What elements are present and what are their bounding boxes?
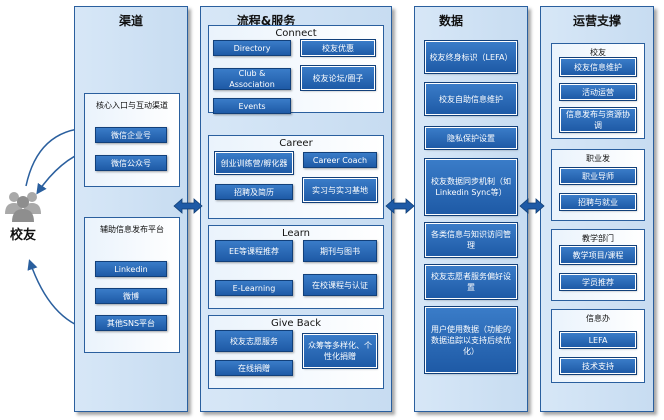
process-title: 流程&服务 xyxy=(236,14,296,28)
alumni-node: 校友 xyxy=(2,188,44,248)
ee-course-button[interactable]: EE等课程推荐 xyxy=(215,240,293,262)
learn-panel: Learn EE等课程推荐 期刊与图书 E-Learning 在校课程与认证 xyxy=(208,225,384,309)
ops-career-panel: 职业发 职业导师 招聘与就业 xyxy=(551,149,645,221)
wechat-enterprise-button[interactable]: 微信企业号 xyxy=(95,127,167,143)
event-ops-button[interactable]: 活动运营 xyxy=(559,83,637,101)
club-association-button[interactable]: Club & Association xyxy=(213,68,291,90)
journals-books-button[interactable]: 期刊与图书 xyxy=(303,240,377,262)
self-maintain-button[interactable]: 校友自助信息维护 xyxy=(424,82,518,116)
data-sync-button[interactable]: 校友数据同步机制（如Linkedin Sync等） xyxy=(424,158,518,216)
other-sns-button[interactable]: 其他SNS平台 xyxy=(95,315,167,331)
data-column: 数据 校友终身标识（LEFA） 校友自助信息维护 隐私保护设置 校友数据同步机制… xyxy=(414,6,528,412)
weibo-button[interactable]: 微博 xyxy=(95,288,167,304)
give-back-title: Give Back xyxy=(270,318,322,329)
channels-title: 渠道 xyxy=(118,14,143,28)
learn-title: Learn xyxy=(282,228,310,239)
core-channel-label: 核心入口与互动渠道 xyxy=(96,101,168,110)
info-publish-button[interactable]: 信息发布与资源协调 xyxy=(559,107,637,133)
ops-alumni-label: 校友 xyxy=(590,48,606,57)
ops-column: 运营支撑 校友 校友信息维护 活动运营 信息发布与资源协调 职业发 职业导师 招… xyxy=(540,6,654,412)
recruit-resume-button[interactable]: 招聘及简历 xyxy=(215,184,293,200)
alumni-label: 校友 xyxy=(9,228,36,243)
volunteer-service-button[interactable]: 校友志愿服务 xyxy=(215,330,293,352)
directory-button[interactable]: Directory xyxy=(213,40,291,56)
startup-camp-button[interactable]: 创业训练营/孵化器 xyxy=(214,151,294,175)
volunteer-pref-button[interactable]: 校友志愿者服务偏好设置 xyxy=(424,264,518,300)
alumni-info-button[interactable]: 校友信息维护 xyxy=(559,57,637,77)
recruit-employ-button[interactable]: 招聘与就业 xyxy=(559,193,637,211)
linkedin-button[interactable]: Linkedin xyxy=(95,261,167,277)
give-back-panel: Give Back 校友志愿服务 众筹等多样化、个性化捐赠 在线捐赠 xyxy=(208,315,384,389)
lefa-id-button[interactable]: 校友终身标识（LEFA） xyxy=(424,40,518,74)
alumni-people-icon xyxy=(5,192,41,222)
data-title: 数据 xyxy=(438,14,463,28)
internship-button[interactable]: 实习与实习基地 xyxy=(302,177,378,203)
e-learning-button[interactable]: E-Learning xyxy=(215,280,293,296)
teaching-program-button[interactable]: 教学项目/课程 xyxy=(559,245,637,265)
aux-platform-panel: 辅助信息发布平台 Linkedin 微博 其他SNS平台 xyxy=(84,217,180,353)
career-title: Career xyxy=(279,138,313,149)
alumni-discount-button[interactable]: 校友优惠 xyxy=(300,39,376,57)
alumni-forum-button[interactable]: 校友论坛/圈子 xyxy=(300,65,376,91)
crowdfunding-button[interactable]: 众筹等多样化、个性化捐赠 xyxy=(302,333,378,369)
ops-teaching-label: 教学部门 xyxy=(582,234,614,243)
onsite-course-button[interactable]: 在校课程与认证 xyxy=(303,274,377,296)
ops-it-panel: 信息办 LEFA 技术支持 xyxy=(551,309,645,383)
career-panel: Career 创业训练营/孵化器 Career Coach 招聘及简历 实习与实… xyxy=(208,135,384,219)
privacy-button[interactable]: 隐私保护设置 xyxy=(424,126,518,150)
ops-title: 运营支撑 xyxy=(572,14,621,28)
access-mgmt-button[interactable]: 各类信息与知识访问管理 xyxy=(424,222,518,258)
channels-column: 渠道 核心入口与互动渠道 微信企业号 微信公众号 辅助信息发布平台 Linked… xyxy=(74,6,188,412)
career-mentor-button[interactable]: 职业导师 xyxy=(559,167,637,185)
aux-platform-label: 辅助信息发布平台 xyxy=(100,225,164,234)
ops-career-label: 职业发 xyxy=(586,154,610,163)
tech-support-button[interactable]: 技术支持 xyxy=(559,357,637,375)
usage-data-button[interactable]: 用户使用数据（功能的数据追踪以支持后续优化） xyxy=(424,306,518,374)
ops-it-label: 信息办 xyxy=(586,314,610,323)
process-column: 流程&服务 Connect Directory 校友优惠 Club & Asso… xyxy=(200,6,392,412)
student-recommend-button[interactable]: 学员推荐 xyxy=(559,273,637,291)
events-button[interactable]: Events xyxy=(213,98,291,114)
ops-alumni-panel: 校友 校友信息维护 活动运营 信息发布与资源协调 xyxy=(551,43,645,139)
core-channel-panel: 核心入口与互动渠道 微信企业号 微信公众号 xyxy=(84,93,180,187)
ops-teaching-panel: 教学部门 教学项目/课程 学员推荐 xyxy=(551,229,645,301)
wechat-official-button[interactable]: 微信公众号 xyxy=(95,155,167,171)
career-coach-button[interactable]: Career Coach xyxy=(303,152,377,168)
online-donation-button[interactable]: 在线捐赠 xyxy=(215,360,293,376)
connect-panel: Connect Directory 校友优惠 Club & Associatio… xyxy=(208,25,384,114)
connect-title: Connect xyxy=(275,28,317,39)
lefa-button[interactable]: LEFA xyxy=(559,331,637,349)
